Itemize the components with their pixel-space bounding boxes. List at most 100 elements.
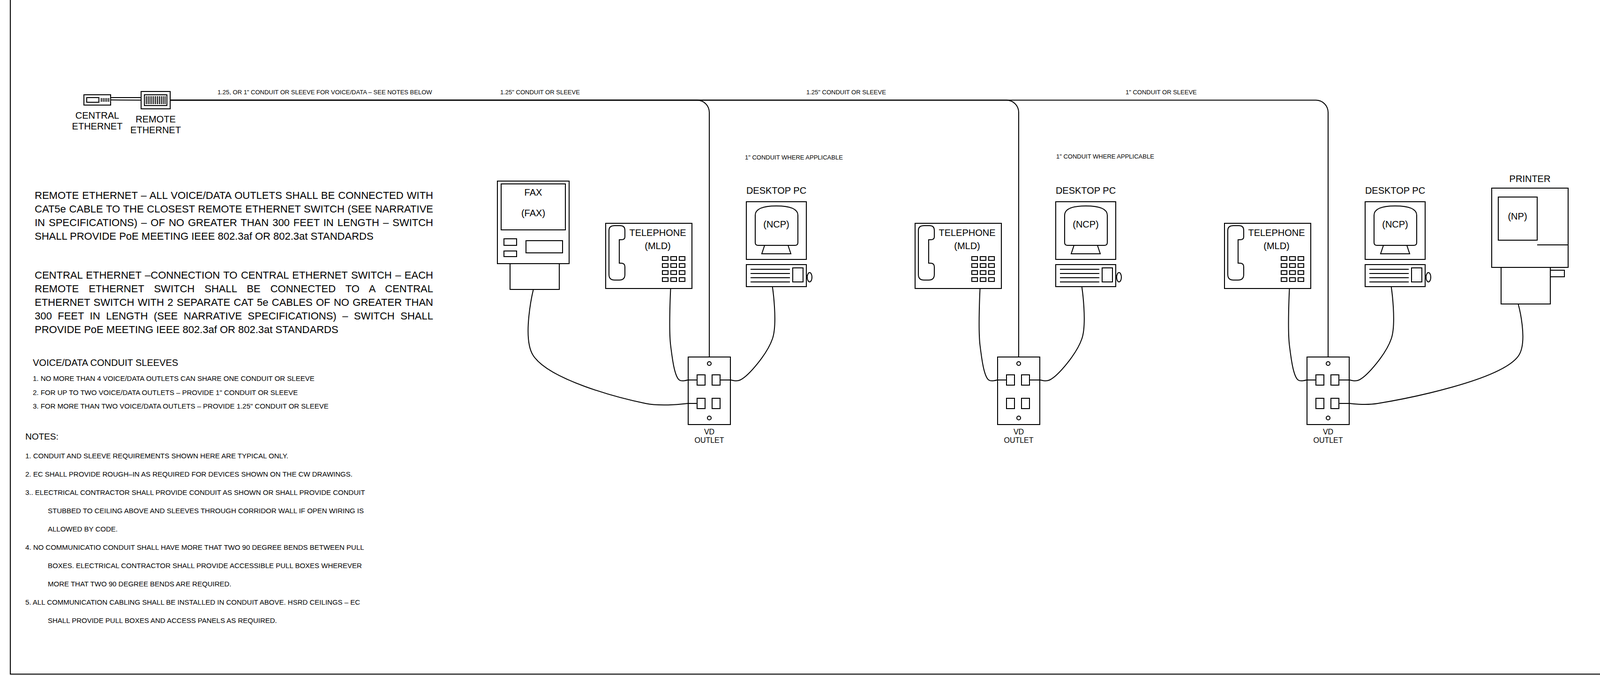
port-tick [162, 96, 164, 105]
patch-cord [1288, 288, 1307, 381]
keyboard-row [1059, 272, 1100, 274]
note-text: 3.. ELECTRICAL CONTRACTOR SHALL PROVIDE … [25, 482, 368, 538]
jack-port [712, 374, 721, 385]
desktop-pc-symbol [745, 201, 813, 287]
phone-key [670, 270, 677, 275]
fax-display [501, 183, 566, 230]
phone-handset [1227, 225, 1244, 280]
patch-cable-line [111, 97, 141, 98]
monitor-stand [761, 245, 791, 254]
phone-key [1281, 256, 1287, 261]
port-tick [155, 96, 157, 105]
jack-port [697, 398, 706, 409]
keyboard-row [750, 281, 790, 283]
phone-key [988, 270, 995, 275]
phone-key [980, 263, 986, 268]
fax-machine: FAX(FAX) [496, 180, 570, 290]
port-tick [147, 96, 149, 105]
note-text: 1. CONDUIT AND SLEEVE REQUIREMENTS SHOWN… [25, 446, 368, 465]
device-label: (MLD) [1263, 240, 1290, 252]
phone-key [980, 270, 986, 275]
device-label: REMOTE ETHERNET [128, 113, 183, 136]
cord-plug [687, 402, 698, 404]
conduit-run [111, 99, 141, 101]
network-printer: PRINTER(NP) [1491, 187, 1569, 305]
list-item: 2. FOR UP TO TWO VOICE/DATA OUTLETS – PR… [32, 388, 298, 397]
keyboard-row [1369, 272, 1409, 274]
telephone-set: TELEPHONE(MLD) [914, 222, 1002, 289]
cord-plug [1338, 379, 1350, 381]
keyboard-row [1369, 281, 1409, 283]
phone-key [662, 263, 669, 268]
phone-key [980, 256, 986, 261]
mouse [807, 272, 812, 282]
device-label: DESKTOP PC [746, 185, 807, 196]
phone-body [915, 223, 1002, 289]
fax-slot [525, 240, 563, 253]
note-text: 4. NO COMMUNICATIO CONDUIT SHALL HAVE MO… [25, 537, 368, 593]
patch-cord [669, 288, 688, 381]
keyboard-row [1059, 268, 1100, 270]
conduit-label: 1" CONDUIT WHERE APPLICABLE [744, 154, 843, 162]
spec-paragraph: CENTRAL ETHERNET –CONNECTION TO CENTRAL … [34, 268, 434, 337]
port-tick [160, 96, 162, 105]
fax-body [497, 180, 570, 264]
outlet-screw [707, 415, 712, 420]
jack-port [1006, 398, 1015, 409]
phone-key [980, 277, 986, 282]
border-line [10, 0, 1600, 674]
device-label: (NCP) [1382, 218, 1409, 230]
jack-port [1315, 374, 1324, 385]
phone-key [679, 256, 685, 261]
conduit-label: 1" CONDUIT WHERE APPLICABLE [1056, 153, 1155, 161]
conduit-label: 1" CONDUIT OR SLEEVE [1125, 89, 1197, 97]
outlet-screw [1326, 361, 1330, 366]
keyboard-row [1369, 268, 1409, 270]
keyboard-row [1059, 277, 1100, 278]
phone-body [605, 223, 692, 289]
phone-key [670, 256, 677, 261]
desktop-pc: DESKTOP PC(NCP) [1364, 201, 1432, 287]
keyboard-keypad [1102, 267, 1113, 282]
fax-base [510, 263, 560, 290]
device-label: TELEPHONE [629, 227, 686, 239]
outlet-screw [1016, 361, 1021, 366]
note-text: 5. ALL COMMUNICATION CABLING SHALL BE IN… [25, 592, 368, 630]
jack-port [1315, 398, 1324, 409]
phone-key [1298, 263, 1304, 268]
patch-cord [1349, 286, 1394, 381]
port-tick [145, 96, 147, 105]
port-tick [104, 97, 106, 102]
paper-tray [1550, 270, 1565, 277]
patch-cord [527, 289, 688, 405]
conduit-label: 1.25" CONDUIT OR SLEEVE [806, 89, 887, 97]
desktop-pc-symbol [1055, 201, 1122, 287]
cord-plug [1338, 402, 1350, 404]
device-label: VD OUTLET [1309, 427, 1347, 445]
port-tick [153, 96, 155, 105]
phone-key [971, 277, 978, 282]
cord-plug [720, 379, 731, 381]
phone-key [662, 256, 669, 261]
fax-button [503, 238, 517, 246]
keyboard-keypad [1411, 267, 1422, 282]
device-label: (NCP) [763, 218, 790, 230]
phone-key [662, 270, 669, 275]
voice-data-outlet: VD OUTLET [687, 356, 731, 425]
jack-port [1330, 398, 1339, 409]
monitor-stand [1380, 245, 1410, 254]
phone-key [1298, 256, 1304, 261]
phone-key [662, 277, 669, 282]
port-tick [151, 96, 153, 105]
fax-button [503, 250, 517, 257]
switch-body [141, 91, 171, 109]
device-label: DESKTOP PC [1055, 185, 1116, 196]
device-label: PRINTER [1509, 173, 1551, 185]
device-label: VD OUTLET [999, 427, 1038, 445]
phone-key [1298, 277, 1304, 282]
monitor-case [1055, 201, 1116, 260]
phone-key [971, 256, 978, 261]
device-label: (FAX) [521, 207, 546, 219]
monitor-screen [755, 205, 798, 246]
monitor-screen [1374, 205, 1417, 246]
